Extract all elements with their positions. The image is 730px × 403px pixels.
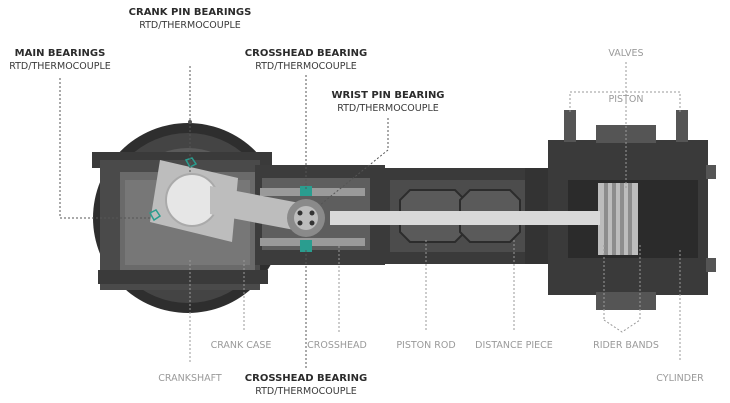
main-bearing-sensor: [148, 209, 162, 222]
callout-crosshead-top-sub: RTD/THERMOCOUPLE: [255, 61, 357, 72]
callout-crosshead-bottom-sub: RTD/THERMOCOUPLE: [255, 386, 357, 397]
callout-crank-pin-sub: RTD/THERMOCOUPLE: [139, 20, 241, 31]
label-piston: PISTON: [609, 94, 644, 105]
compressor-illustration: [92, 110, 716, 313]
callout-crank-pin-title: CRANK PIN BEARINGS: [129, 7, 252, 18]
callout-crosshead-top-title: CROSSHEAD BEARING: [245, 48, 367, 59]
label-distance-piece: DISTANCE PIECE: [475, 340, 553, 351]
callout-main-title: MAIN BEARINGS: [15, 48, 106, 59]
callout-main-sub: RTD/THERMOCOUPLE: [9, 61, 111, 72]
label-crank-case: CRANK CASE: [211, 340, 272, 351]
callout-crank-pin: CRANK PIN BEARINGS RTD/THERMOCOUPLE: [129, 7, 252, 31]
label-cylinder: CYLINDER: [656, 373, 704, 384]
callout-wrist-pin-sub: RTD/THERMOCOUPLE: [337, 103, 439, 114]
label-valves: VALVES: [608, 48, 643, 59]
callout-crosshead-bottom-title: CROSSHEAD BEARING: [245, 373, 367, 384]
callout-main-bearings: MAIN BEARINGS RTD/THERMOCOUPLE: [9, 48, 111, 72]
label-crankshaft: CRANKSHAFT: [158, 373, 222, 384]
piston-rod: [330, 211, 600, 225]
callout-wrist-pin-title: WRIST PIN BEARING: [331, 90, 444, 101]
crosshead-sensor-top: [300, 186, 312, 196]
crosshead-sensor-bottom: [300, 240, 312, 252]
label-piston-rod: PISTON ROD: [396, 340, 455, 351]
callout-wrist-pin: WRIST PIN BEARING RTD/THERMOCOUPLE: [331, 90, 444, 114]
cylinder: [548, 110, 716, 310]
callout-crosshead-bottom: CROSSHEAD BEARING RTD/THERMOCOUPLE: [245, 373, 367, 397]
connecting-rod: [150, 160, 325, 242]
label-crosshead: CROSSHEAD: [307, 340, 367, 351]
label-rider-bands: RIDER BANDS: [593, 340, 659, 351]
leader-lines: [59, 62, 681, 370]
callout-crosshead-top: CROSSHEAD BEARING RTD/THERMOCOUPLE: [245, 48, 367, 72]
